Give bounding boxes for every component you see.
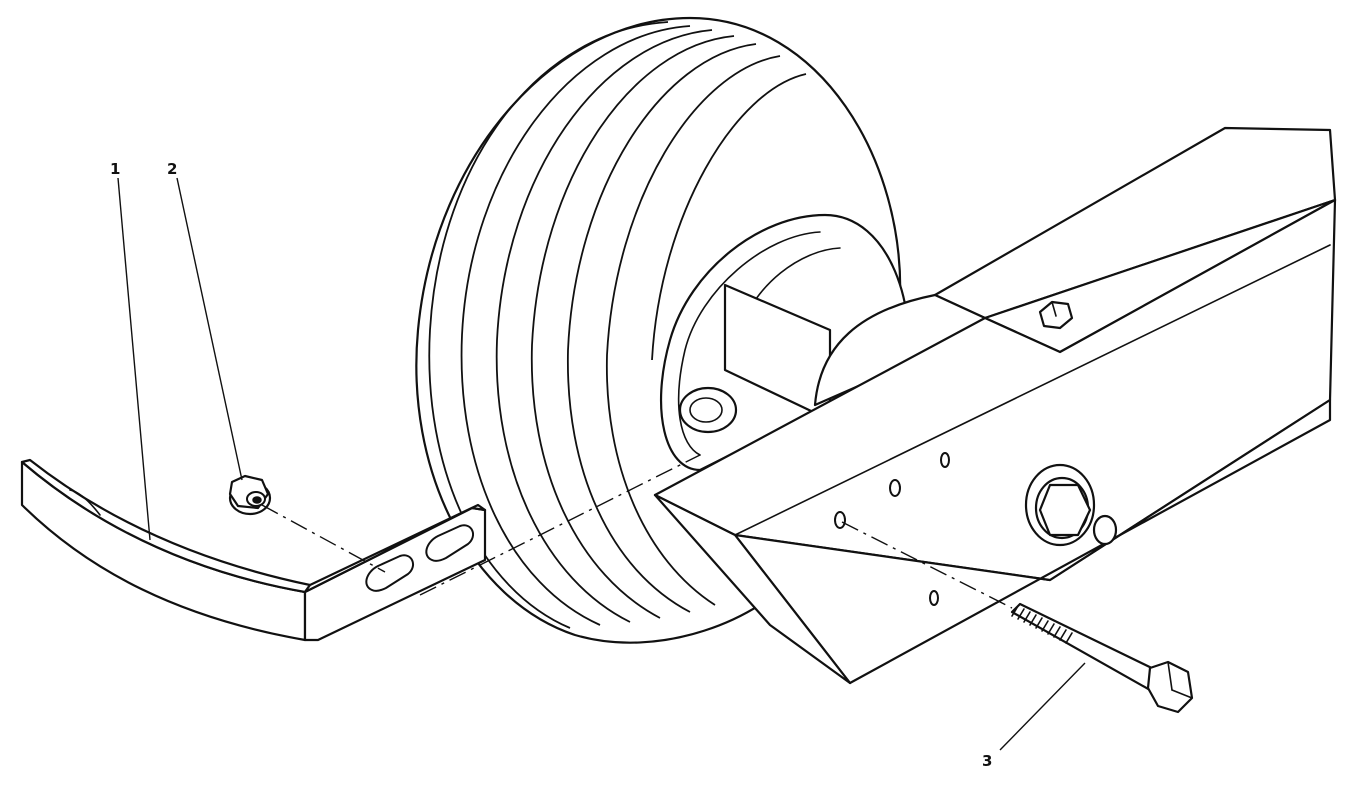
spacer-block — [813, 293, 987, 407]
mounting-slot — [365, 554, 415, 592]
bolt-threads — [1011, 605, 1073, 644]
wheel-hub — [678, 386, 738, 434]
scraper-bar-inner-lip — [69, 489, 101, 516]
callout-3-leader — [999, 662, 1086, 751]
tire-tread-groove — [460, 25, 691, 626]
tire-tread-groove — [606, 55, 781, 606]
assembly-center-line — [841, 521, 1013, 609]
frame-beam — [653, 126, 1337, 685]
wheel-rim-edge — [677, 231, 821, 456]
callout-2-label: 2 — [167, 160, 177, 178]
tire-tread-groove — [428, 21, 669, 629]
tire-tread-groove — [495, 29, 713, 623]
assembly-center-line — [261, 504, 386, 573]
bracket-hole — [889, 479, 901, 497]
callout-1-label: 1 — [110, 160, 120, 178]
bracket-hole — [929, 590, 939, 606]
bolt-hex-head — [1146, 660, 1194, 714]
part-1-scraper-bar — [20, 458, 487, 642]
bracket-edge — [734, 244, 1331, 536]
bracket-hole — [834, 511, 846, 529]
top-bolt-head — [1038, 300, 1074, 330]
part-2-flange-nut — [228, 474, 272, 516]
assembly-center-line — [419, 454, 701, 596]
bracket-hole — [940, 452, 950, 468]
tire-tread-groove — [530, 35, 735, 619]
tire-tread-groove — [567, 43, 757, 613]
part-3-hex-bolt — [1010, 602, 1194, 714]
mounting-slot — [425, 524, 475, 562]
scraper-mounting-tab-top — [303, 503, 487, 594]
axle-nut — [1024, 463, 1118, 547]
callout-1-leader — [117, 177, 151, 541]
callout-2-leader — [176, 177, 243, 481]
bracket-front-face — [653, 493, 852, 685]
wheel-assembly — [415, 16, 910, 644]
tire-tread-groove — [651, 73, 807, 361]
callout-3-label: 3 — [982, 752, 992, 770]
wheel-hub-inner — [689, 397, 723, 423]
